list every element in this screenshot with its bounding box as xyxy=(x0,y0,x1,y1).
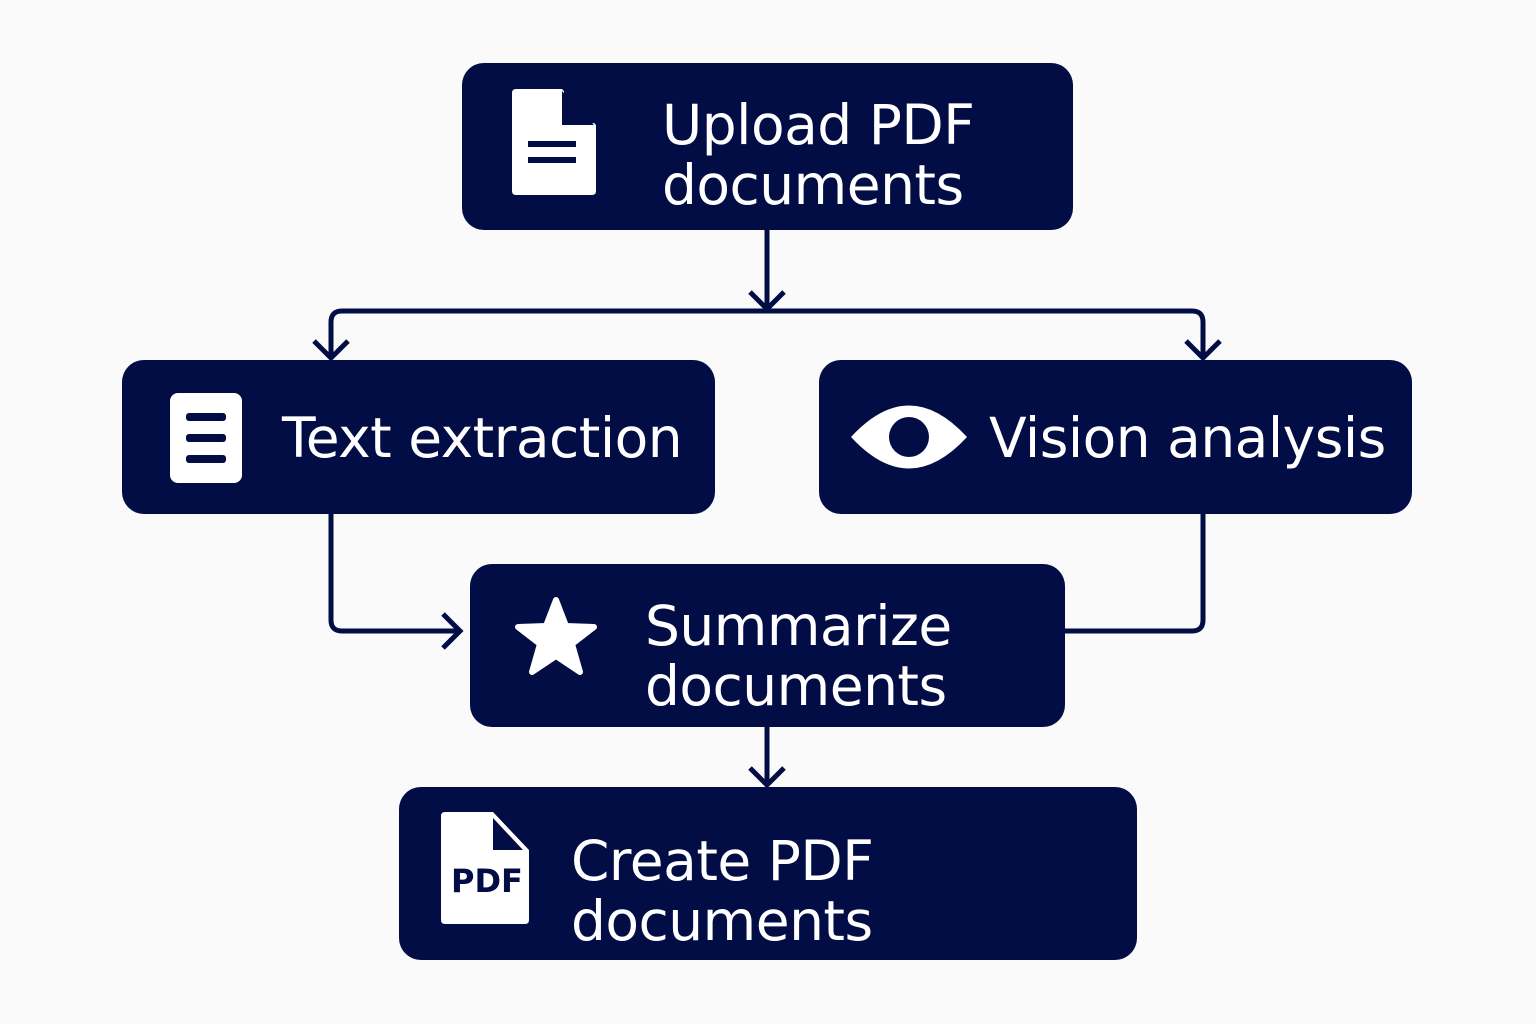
arrowhead xyxy=(1184,339,1222,362)
node-label: Text extraction xyxy=(282,406,683,470)
node-create: PDF Create PDF documents xyxy=(399,787,1137,960)
node-upload: Upload PDF documents xyxy=(462,63,1073,230)
line-vision-to-summarize xyxy=(1065,514,1206,634)
document-icon xyxy=(512,89,596,195)
arrowhead xyxy=(312,339,350,362)
star-icon xyxy=(515,597,597,675)
node-label: Vision analysis xyxy=(989,406,1386,470)
node-label: Upload PDF xyxy=(662,93,975,157)
node-label: documents xyxy=(662,153,964,217)
pdf-file-icon: PDF xyxy=(441,812,529,924)
node-label: documents xyxy=(645,654,947,718)
arrowhead xyxy=(441,612,464,650)
node-label: Summarize xyxy=(645,594,952,658)
node-summarize: Summarize documents xyxy=(470,564,1065,727)
node-vision-analysis: Vision analysis xyxy=(819,360,1412,514)
node-label: Create PDF xyxy=(571,829,874,893)
arrow-text-to-summarize xyxy=(328,514,460,634)
node-label: documents xyxy=(571,889,873,953)
node-text-extraction: Text extraction xyxy=(122,360,715,514)
eye-icon xyxy=(851,405,967,469)
pdf-icon-text: PDF xyxy=(451,862,523,900)
split-line xyxy=(328,308,1206,358)
arrowhead xyxy=(748,766,786,789)
text-lines-icon xyxy=(170,393,242,483)
